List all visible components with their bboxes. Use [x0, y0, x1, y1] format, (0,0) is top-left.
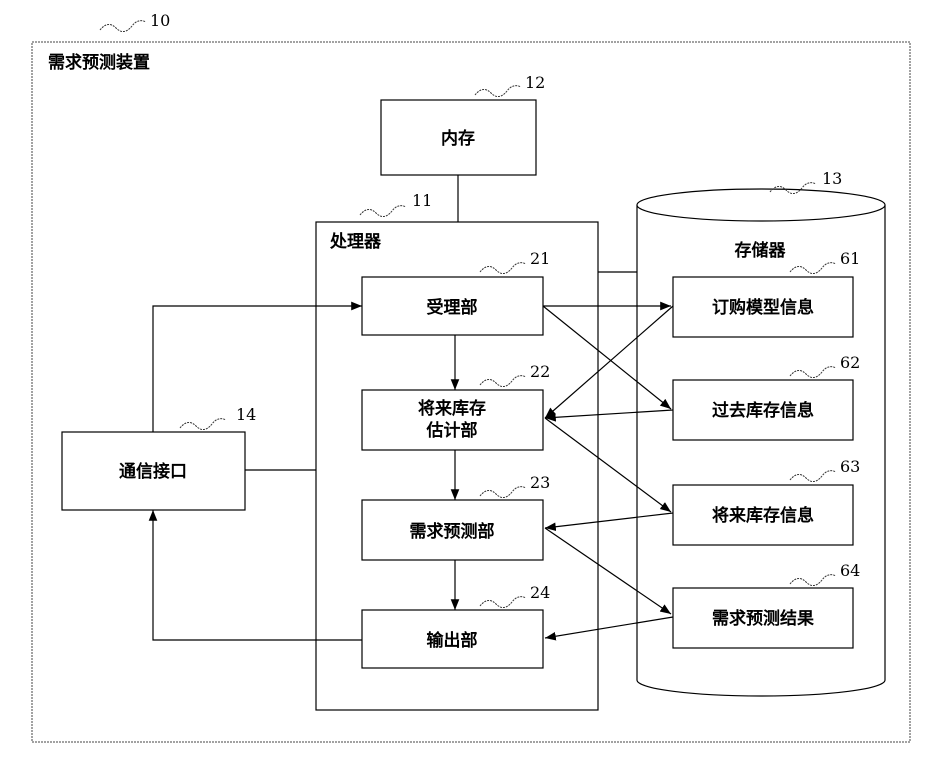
memory-label: 内存 — [441, 128, 475, 149]
ref-62: 62 — [840, 353, 860, 372]
stored-item-label: 将来库存信息 — [712, 505, 814, 526]
ref-leader-10 — [100, 21, 146, 32]
unit-label: 将来库存 — [418, 398, 486, 419]
device-label: 需求预测装置 — [48, 52, 150, 73]
stored-item-label: 订购模型信息 — [712, 297, 814, 318]
ref-24: 24 — [530, 583, 550, 602]
processor-label: 处理器 — [329, 231, 382, 252]
unit-label: 估计部 — [426, 420, 478, 441]
ref-63: 63 — [840, 457, 860, 476]
ref-14: 14 — [236, 405, 256, 424]
ref-22: 22 — [530, 362, 550, 381]
ref-leader-12 — [475, 86, 521, 97]
ref-61: 61 — [840, 249, 860, 268]
ref-10: 10 — [150, 11, 170, 30]
comm-interface: 通信接口 14 — [62, 405, 256, 510]
ref-21: 21 — [530, 249, 550, 268]
unit-label: 受理部 — [427, 297, 478, 318]
ref-leader-11 — [360, 206, 406, 217]
unit-label: 输出部 — [427, 630, 478, 651]
stored-item-label: 需求预测结果 — [712, 608, 814, 629]
ref-11: 11 — [412, 191, 432, 210]
ref-23: 23 — [530, 473, 550, 492]
comm-interface-label: 通信接口 — [119, 461, 187, 482]
ref-12: 12 — [525, 73, 545, 92]
ref-13: 13 — [822, 169, 842, 188]
unit-label: 需求预测部 — [410, 521, 495, 542]
stored-item-label: 过去库存信息 — [712, 400, 814, 421]
ref-64: 64 — [840, 561, 860, 580]
storage-label: 存储器 — [735, 240, 787, 261]
